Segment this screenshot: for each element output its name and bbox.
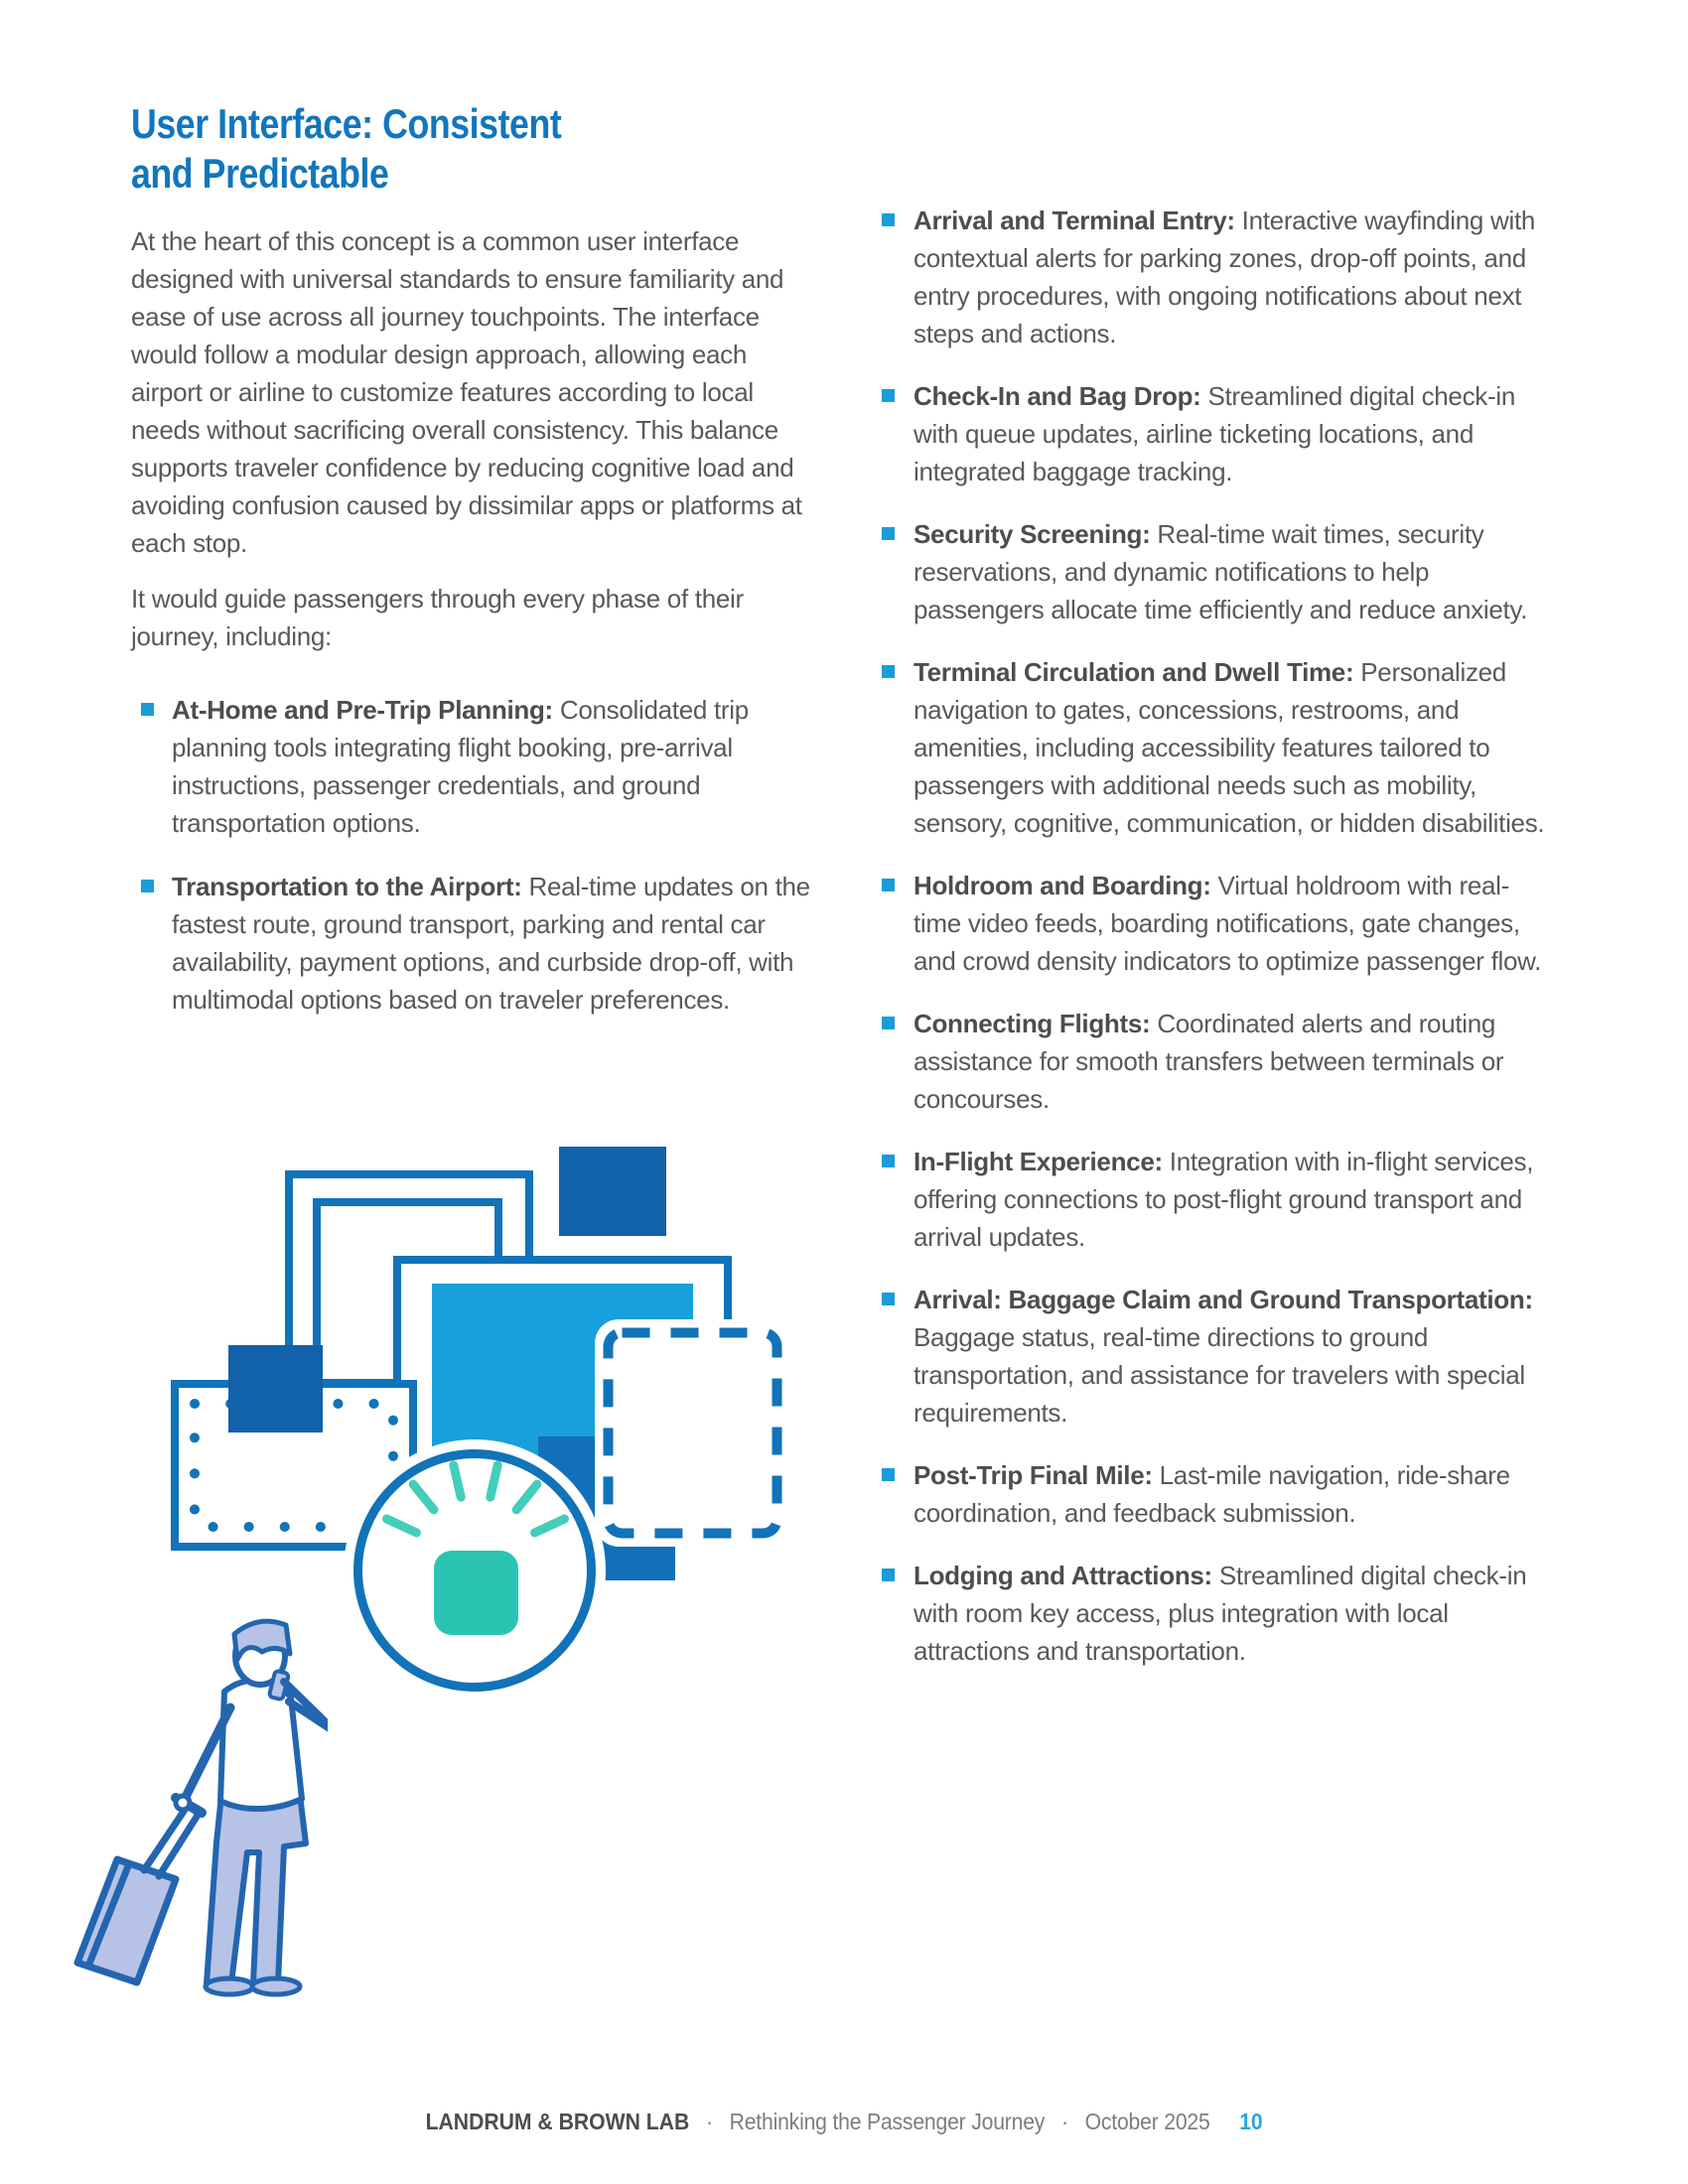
bullet-square-icon bbox=[882, 527, 895, 540]
beacon-ray-icon bbox=[485, 1459, 503, 1503]
list-item: At-Home and Pre-Trip Planning: Consolida… bbox=[131, 691, 818, 842]
footer-organization: LANDRUM & BROWN LAB bbox=[425, 2109, 690, 2134]
bullet-text: Arrival and Terminal Entry: Interactive … bbox=[914, 205, 1536, 348]
footer-separator-dot: · bbox=[1060, 2109, 1068, 2134]
bullet-square-icon bbox=[882, 213, 895, 226]
page-title: User Interface: Consistent and Predictab… bbox=[131, 99, 715, 199]
bullet-square-icon bbox=[882, 1017, 895, 1029]
intro-paragraph-1: At the heart of this concept is a common… bbox=[131, 226, 802, 558]
outline-square-wide-icon bbox=[393, 1256, 732, 1524]
bullet-text: Post-Trip Final Mile: Last-mile navigati… bbox=[914, 1460, 1510, 1528]
outline-square-inner-icon bbox=[313, 1198, 502, 1387]
page-footer: LANDRUM & BROWN LAB · Rethinking the Pas… bbox=[68, 2109, 1620, 2135]
beacon-ray-icon bbox=[509, 1477, 544, 1517]
bullet-square-icon bbox=[882, 1569, 895, 1581]
bullet-square-icon bbox=[882, 879, 895, 891]
dark-blue-square-top-icon bbox=[559, 1147, 666, 1236]
left-column: User Interface: Consistent and Predictab… bbox=[131, 99, 818, 1044]
beacon-app-tile-icon bbox=[434, 1551, 518, 1635]
list-item: In-Flight Experience: Integration with i… bbox=[882, 1143, 1553, 1256]
list-item: Post-Trip Final Mile: Last-mile navigati… bbox=[882, 1456, 1553, 1532]
page-title-line-2: and Predictable bbox=[131, 150, 389, 197]
bullet-text: In-Flight Experience: Integration with i… bbox=[914, 1147, 1534, 1252]
beacon-ray-icon bbox=[448, 1459, 467, 1503]
dashed-square-icon bbox=[603, 1327, 782, 1539]
list-item: Arrival: Baggage Claim and Ground Transp… bbox=[882, 1281, 1553, 1432]
dotted-border-icon bbox=[190, 1399, 398, 1532]
light-blue-square-icon bbox=[432, 1284, 693, 1547]
dashed-border-icon bbox=[603, 1327, 782, 1539]
footer-date: October 2025 bbox=[1084, 2109, 1210, 2134]
footer-publication-title: Rethinking the Passenger Journey bbox=[729, 2109, 1046, 2134]
right-bullet-list: Arrival and Terminal Entry: Interactive … bbox=[882, 202, 1553, 1670]
list-item: Lodging and Attractions: Streamlined dig… bbox=[882, 1557, 1553, 1670]
list-item: Check-In and Bag Drop: Streamlined digit… bbox=[882, 377, 1553, 490]
traveler-with-suitcase-icon bbox=[73, 1618, 328, 1997]
left-bullet-list: At-Home and Pre-Trip Planning: Consolida… bbox=[131, 691, 818, 1019]
footer-separator-dot: · bbox=[705, 2109, 713, 2134]
bullet-square-icon bbox=[882, 1155, 895, 1167]
bullet-text: Check-In and Bag Drop: Streamlined digit… bbox=[914, 381, 1515, 486]
bullet-square-icon bbox=[882, 665, 895, 678]
outline-square-large-icon bbox=[285, 1170, 533, 1419]
bullet-text: Arrival: Baggage Claim and Ground Transp… bbox=[914, 1285, 1533, 1428]
bullet-square-icon bbox=[141, 880, 154, 892]
beacon-ray-icon bbox=[406, 1477, 441, 1517]
bullet-square-icon bbox=[882, 1293, 895, 1305]
bullet-text: At-Home and Pre-Trip Planning: Consolida… bbox=[172, 695, 749, 838]
bullet-text: Transportation to the Airport: Real-time… bbox=[172, 872, 810, 1015]
bullet-square-icon bbox=[882, 1468, 895, 1481]
bullet-square-icon bbox=[882, 389, 895, 402]
list-item: Connecting Flights: Coordinated alerts a… bbox=[882, 1005, 1553, 1118]
list-item: Arrival and Terminal Entry: Interactive … bbox=[882, 202, 1553, 352]
list-item: Holdroom and Boarding: Virtual holdroom … bbox=[882, 867, 1553, 980]
beacon-ray-icon bbox=[528, 1513, 571, 1539]
bullet-text: Connecting Flights: Coordinated alerts a… bbox=[914, 1009, 1504, 1114]
dark-blue-square-left-icon bbox=[228, 1345, 323, 1433]
right-column: Arrival and Terminal Entry: Interactive … bbox=[882, 202, 1553, 1695]
bullet-text: Lodging and Attractions: Streamlined dig… bbox=[914, 1561, 1527, 1666]
beacon-circle-icon bbox=[353, 1449, 596, 1692]
dotted-rectangle-icon bbox=[171, 1380, 417, 1551]
list-item: Transportation to the Airport: Real-time… bbox=[131, 868, 818, 1019]
page-title-line-1: User Interface: Consistent bbox=[131, 100, 562, 147]
list-item: Security Screening: Real-time wait times… bbox=[882, 515, 1553, 628]
intro-paragraph-2: It would guide passengers through every … bbox=[131, 584, 744, 651]
bullet-square-icon bbox=[141, 703, 154, 716]
list-item: Terminal Circulation and Dwell Time: Per… bbox=[882, 653, 1553, 842]
page-number: 10 bbox=[1239, 2109, 1263, 2134]
bullet-text: Holdroom and Boarding: Virtual holdroom … bbox=[914, 871, 1542, 976]
mid-blue-square-icon bbox=[538, 1436, 675, 1580]
bullet-text: Security Screening: Real-time wait times… bbox=[914, 519, 1528, 624]
beacon-ray-icon bbox=[380, 1513, 423, 1539]
bullet-text: Terminal Circulation and Dwell Time: Per… bbox=[914, 657, 1545, 838]
